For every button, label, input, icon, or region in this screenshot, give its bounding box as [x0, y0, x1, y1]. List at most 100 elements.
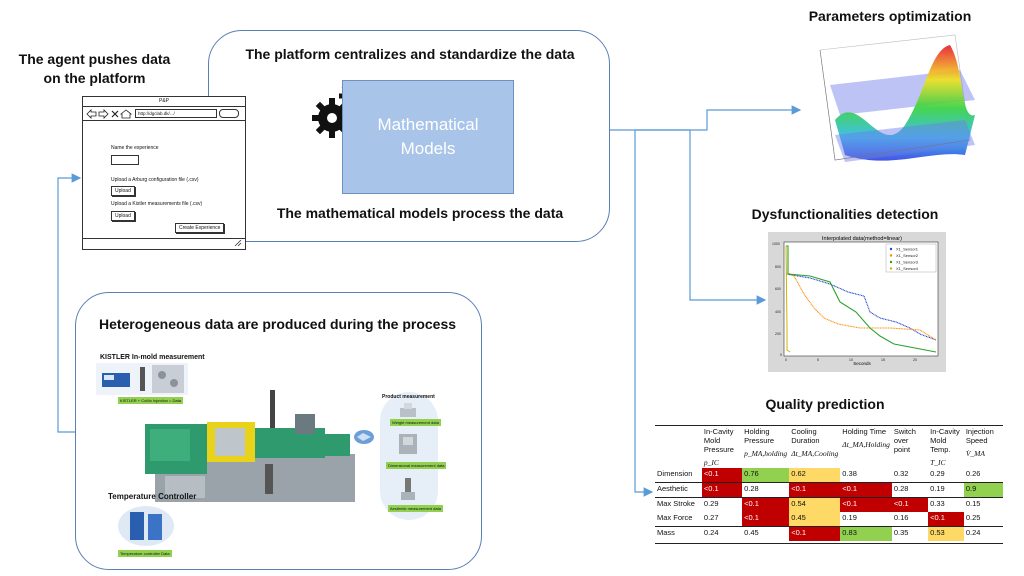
series-sensor4-line	[785, 245, 791, 353]
quality-cell: <0.1	[789, 482, 841, 498]
quality-cell: <0.1	[928, 512, 964, 527]
forward-icon	[98, 109, 109, 119]
quality-table-frame	[655, 425, 1003, 544]
dimension-gauge-image	[399, 434, 417, 454]
search-field[interactable]	[219, 109, 239, 118]
row-label: Mass	[657, 528, 675, 537]
row-label: Aesthetic	[657, 484, 688, 493]
aesthetic-camera-image	[401, 478, 415, 500]
quality-cell: 0.26	[965, 469, 981, 478]
name-label: Name the experience	[111, 145, 159, 151]
weight-scale-image	[400, 403, 416, 417]
quality-cell: 0.24	[703, 528, 719, 537]
header-cell: In-Cavity Mold Temp.T_IC	[930, 427, 960, 467]
window-title-bar: P&P	[83, 97, 245, 107]
quality-cell: 0.76	[742, 468, 790, 483]
legend-sensor2: X1_Sensor2	[896, 253, 919, 258]
dysfunction-plot-xlabel: Seconds	[853, 361, 871, 366]
row-label: Dimension	[657, 469, 693, 478]
quality-cell: 0.25	[965, 513, 981, 522]
quality-cell: 0.9	[963, 482, 1003, 498]
svg-text:1000: 1000	[772, 242, 780, 246]
create-experience-button[interactable]: Create Experience	[175, 223, 225, 233]
quality-cell: 0.53	[928, 526, 964, 541]
dysfunction-plot: Interpolated data(method=linear) Seconds…	[772, 236, 939, 366]
quality-cell: <0.1	[742, 497, 790, 512]
product-pill-aesthetic: Aesthetic measurement data	[388, 505, 443, 512]
header-cell: Switch over point	[893, 427, 916, 454]
upload-arburg-button[interactable]: Upload	[111, 186, 135, 196]
quality-cell: 0.27	[703, 513, 719, 522]
quality-title: Quality prediction	[765, 396, 885, 412]
svg-text:10: 10	[849, 358, 853, 362]
svg-text:15: 15	[881, 358, 885, 362]
product-pill-weight: Weight measurement data	[390, 419, 441, 426]
svg-text:400: 400	[775, 310, 781, 314]
quality-cell: 0.16	[893, 513, 909, 522]
product-title: Product measurement	[382, 394, 435, 400]
feedback-arrow	[57, 173, 82, 433]
quality-cell: <0.1	[701, 482, 743, 498]
quality-cell: 0.62	[789, 468, 841, 483]
svg-text:0: 0	[780, 353, 782, 357]
quality-cell: 0.19	[930, 484, 945, 493]
dysfunction-legend	[885, 243, 937, 273]
back-icon	[86, 109, 97, 119]
quality-cell: <0.1	[840, 482, 892, 498]
experience-name-input[interactable]	[111, 155, 139, 165]
injection-machine-image	[145, 390, 355, 502]
home-icon	[119, 109, 133, 119]
quality-cell: 0.29	[930, 469, 945, 478]
quality-cell: <0.1	[742, 512, 790, 527]
series-sensor3-line	[786, 245, 937, 353]
close-icon	[111, 110, 119, 118]
kistler-device-image	[96, 363, 188, 395]
quality-cell: 0.28	[744, 484, 759, 493]
agent-title: The agent pushes data on the platform	[12, 50, 177, 88]
arburg-label: Upload a Arburg configuration file (.csv…	[111, 177, 199, 183]
dysfunction-title: Dysfunctionalities detection	[751, 206, 939, 222]
svg-text:200: 200	[775, 332, 781, 336]
kistler-data-pill: KISTLER + CoMo Injection = Data	[118, 397, 183, 404]
quality-cell: 0.28	[893, 484, 909, 493]
process-title: Heterogeneous data are produced during t…	[98, 316, 457, 332]
quality-cell: <0.1	[891, 497, 929, 512]
temperature-title: Temperature Controller	[108, 492, 197, 501]
url-field[interactable]: http://dgclab.dk/.../	[135, 109, 217, 118]
kistler-title: KISTLER In-mold measurement	[100, 354, 205, 361]
kistler-label: Upload a Kistler measurements file (.csv…	[111, 201, 203, 207]
legend-sensor1: X1_Sensor1	[896, 247, 919, 252]
svg-text:5: 5	[817, 358, 819, 362]
series-sensor1-line	[785, 273, 937, 341]
row-label: Max Stroke	[657, 499, 695, 508]
arrow-to-quality	[634, 130, 654, 497]
svg-text:800: 800	[775, 265, 781, 269]
quality-cell: 0.38	[842, 469, 857, 478]
upload-kistler-button[interactable]: Upload	[111, 211, 135, 221]
quality-cell: <0.1	[789, 526, 841, 541]
arrow-to-optimization	[635, 105, 802, 131]
process-caption: The mathematical models process the data	[276, 205, 564, 221]
quality-cell: 0.24	[965, 528, 981, 537]
status-bar	[83, 238, 245, 239]
svg-text:600: 600	[775, 287, 781, 291]
svg-text:0: 0	[785, 358, 787, 362]
quality-cell: <0.1	[840, 497, 892, 512]
quality-cell: 0.33	[930, 499, 945, 508]
product-pill-dimension: Dimensional measurement data	[386, 462, 447, 469]
temperature-data-pill: Temperature controller Data	[118, 550, 172, 557]
quality-cell: <0.1	[701, 468, 743, 483]
browser-toolbar	[83, 106, 245, 121]
models-line2: Models	[400, 139, 456, 158]
resize-handle-icon[interactable]	[234, 240, 242, 247]
agent-title-line2: on the platform	[43, 70, 146, 86]
exchange-icon	[354, 430, 374, 444]
